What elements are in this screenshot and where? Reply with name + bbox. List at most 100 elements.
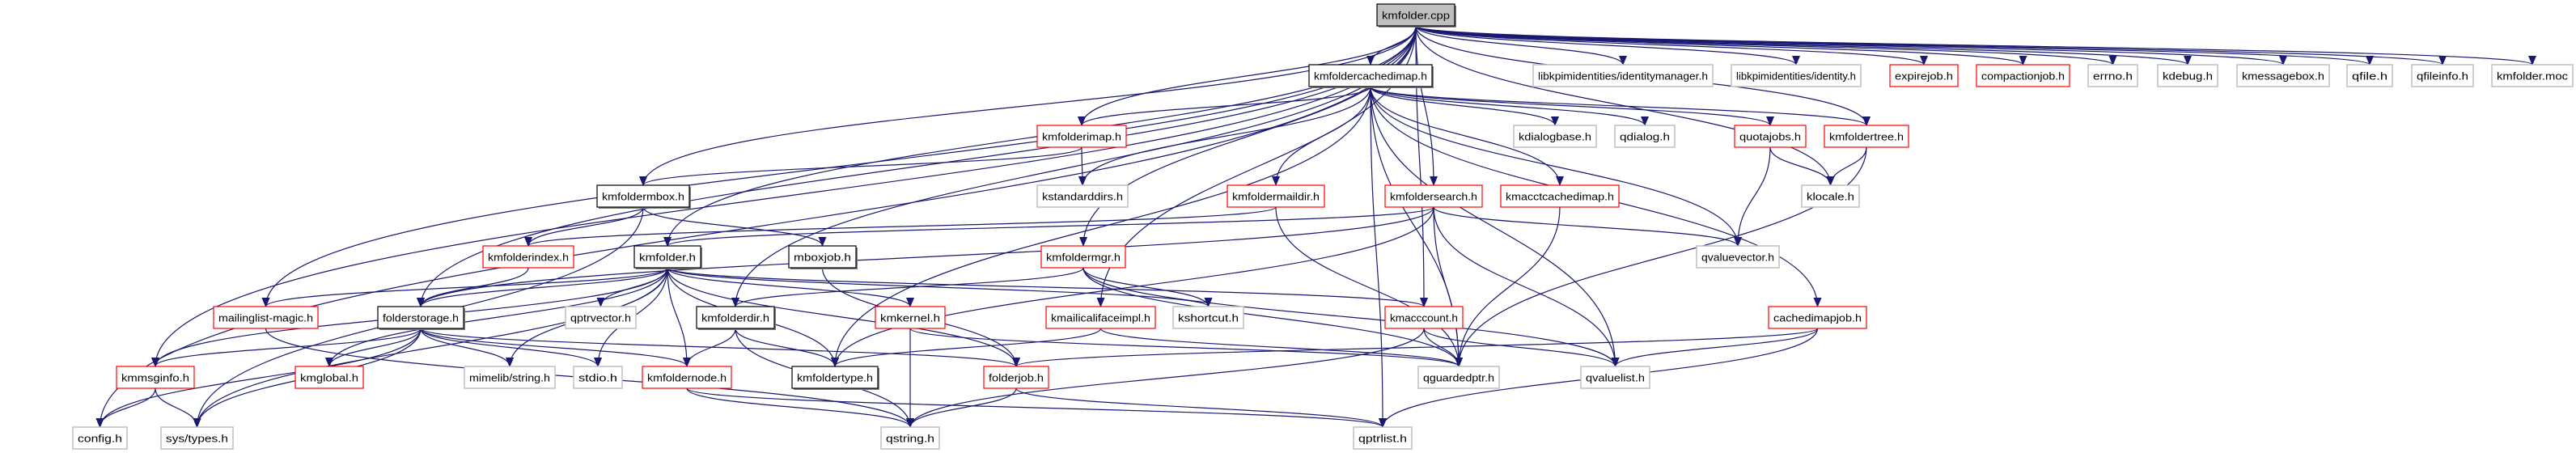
node-kmfoldersearch-h[interactable]: kmfoldersearch.h bbox=[1384, 184, 1483, 208]
edge-kmfolder-cpp-to-expirejob-h bbox=[1415, 25, 1928, 66]
edge-folderstorage-h-to-config-h bbox=[95, 328, 422, 428]
edge-kmfolder-cpp-to-kdebug-h bbox=[1415, 25, 2192, 66]
node-config-h[interactable]: config.h bbox=[72, 426, 128, 450]
edge-folderstorage-h-to-stdio-h bbox=[420, 328, 602, 367]
node-kmfoldermbox-h[interactable]: kmfoldermbox.h bbox=[596, 184, 691, 209]
node-kdialogbase-h[interactable]: kdialogbase.h bbox=[1513, 125, 1597, 148]
node-box bbox=[294, 366, 364, 389]
edge-kmfolderimap-h-to-kstandarddirs-h bbox=[1078, 146, 1087, 186]
edge-kmfolder-cpp-to-compactionjob-h bbox=[1415, 25, 2027, 66]
node-box bbox=[1384, 306, 1464, 329]
node-kstandarddirs-h[interactable]: kstandarddirs.h bbox=[1036, 184, 1129, 208]
node-expirejob-h[interactable]: expirejob.h bbox=[1889, 64, 1959, 87]
node-kmfolder-h[interactable]: kmfolder.h bbox=[633, 245, 702, 269]
node-qfile-h[interactable]: qfile.h bbox=[2346, 64, 2393, 87]
edge-kmfoldercachedimap-h-to-kmfoldertype-h bbox=[831, 86, 1371, 367]
node-label: qdialog.h bbox=[1620, 131, 1670, 143]
edge-kmfoldercachedimap-h-to-kdialogbase-h bbox=[1370, 86, 1559, 126]
node-qvaluevector-h[interactable]: qvaluevector.h bbox=[1696, 245, 1780, 269]
node-kmacccount-h[interactable]: kmacccount.h bbox=[1384, 306, 1464, 329]
node-kdebug-h[interactable]: kdebug.h bbox=[2157, 64, 2218, 87]
node-stdio-h[interactable]: stdio.h bbox=[573, 366, 623, 389]
node-label: folderstorage.h bbox=[383, 312, 459, 324]
node-cachedimapjob-h[interactable]: cachedimapjob.h bbox=[1768, 306, 1867, 329]
node-box bbox=[983, 366, 1049, 389]
node-qstring-h[interactable]: qstring.h bbox=[880, 426, 940, 450]
node-kmacctcachedimap-h[interactable]: kmacctcachedimap.h bbox=[1500, 184, 1620, 208]
node-kmfoldermgr-h[interactable]: kmfoldermgr.h bbox=[1040, 245, 1126, 269]
node-kmfoldertree-h[interactable]: kmfoldertree.h bbox=[1824, 125, 1909, 148]
node-label: kmacctcachedimap.h bbox=[1506, 191, 1614, 203]
node-kmfoldernode-h[interactable]: kmfoldernode.h bbox=[642, 366, 732, 389]
edge-kmfolder-cpp-to-kmessagebox-h bbox=[1415, 25, 2287, 66]
node-libkpimidentities-identity-h[interactable]: libkpimidentities/identity.h bbox=[1731, 64, 1862, 87]
node-qptrvector-h[interactable]: qptrvector.h bbox=[565, 306, 637, 329]
node-box bbox=[1614, 125, 1676, 148]
node-folderstorage-h[interactable]: folderstorage.h bbox=[377, 306, 465, 330]
node-kmfolder-cpp[interactable]: kmfolder.cpp bbox=[1376, 3, 1456, 28]
node-kmglobal-h[interactable]: kmglobal.h bbox=[294, 366, 364, 389]
node-box bbox=[696, 306, 775, 329]
node-box bbox=[1036, 184, 1129, 208]
node-kmfolderindex-h[interactable]: kmfolderindex.h bbox=[482, 245, 574, 269]
node-kmkernel-h[interactable]: kmkernel.h bbox=[875, 306, 946, 329]
node-box bbox=[1172, 306, 1244, 329]
node-kmfoldercachedimap-h[interactable]: kmfoldercachedimap.h bbox=[1308, 64, 1434, 88]
node-kshortcut-h[interactable]: kshortcut.h bbox=[1172, 306, 1244, 329]
node-kmfolder-moc[interactable]: kmfolder.moc bbox=[2491, 64, 2574, 87]
node-box bbox=[1734, 125, 1807, 148]
node-box bbox=[2087, 64, 2138, 87]
node-box bbox=[1227, 184, 1325, 208]
node-qptrlist-h[interactable]: qptrlist.h bbox=[1353, 426, 1413, 450]
edge-folderstorage-h-to-mimelib-string-h bbox=[420, 328, 514, 367]
node-label: kmfolderimap.h bbox=[1042, 131, 1121, 143]
node-errno-h[interactable]: errno.h bbox=[2087, 64, 2138, 87]
node-label: kmkernel.h bbox=[880, 312, 940, 324]
node-kmfoldertype-h[interactable]: kmfoldertype.h bbox=[791, 366, 879, 390]
node-label: kmfolder.moc bbox=[2497, 70, 2569, 83]
edge-kmfoldersearch-h-to-qguardedptr-h bbox=[1433, 206, 1463, 367]
node-mailinglist-magic-h[interactable]: mailinglist-magic.h bbox=[213, 306, 319, 329]
node-qdialog-h[interactable]: qdialog.h bbox=[1614, 125, 1676, 148]
node-quotajobs-h[interactable]: quotajobs.h bbox=[1734, 125, 1807, 148]
node-compactionjob-h[interactable]: compactionjob.h bbox=[1976, 64, 2070, 87]
node-kmfolderdir-h[interactable]: kmfolderdir.h bbox=[696, 306, 776, 330]
node-klocale-h[interactable]: klocale.h bbox=[1801, 184, 1860, 208]
edge-kmfoldermbox-h-to-mboxjob-h bbox=[642, 206, 827, 247]
edge-kmfoldermgr-h-to-qguardedptr-h bbox=[1083, 267, 1463, 367]
node-label: compactionjob.h bbox=[1981, 70, 2065, 83]
node-folderjob-h[interactable]: folderjob.h bbox=[983, 366, 1049, 389]
node-box bbox=[1580, 366, 1650, 389]
node-box bbox=[880, 426, 940, 450]
edge-kmacccount-h-to-qstring-h bbox=[906, 328, 1425, 428]
edge-kmailicalifaceimpl-h-to-kmfoldertype-h bbox=[831, 328, 1102, 367]
node-kmmsginfo-h[interactable]: kmmsginfo.h bbox=[116, 366, 195, 389]
edge-kmmsginfo-h-to-config-h bbox=[95, 387, 156, 428]
edge-kmfoldermaildir-h-to-kmfolderindex-h bbox=[524, 206, 1277, 247]
node-label: kmglobal.h bbox=[300, 372, 358, 384]
node-qvaluelist-h[interactable]: qvaluelist.h bbox=[1580, 366, 1650, 389]
node-qguardedptr-h[interactable]: qguardedptr.h bbox=[1417, 366, 1500, 389]
node-kmessagebox-h[interactable]: kmessagebox.h bbox=[2236, 64, 2330, 87]
node-qfileinfo-h[interactable]: qfileinfo.h bbox=[2411, 64, 2474, 87]
node-sys-types-h[interactable]: sys/types.h bbox=[160, 426, 234, 450]
edge-kmfolderdir-h-to-kmfoldernode-h bbox=[683, 328, 736, 367]
edge-kmfoldermgr-h-to-kmfolderdir-h bbox=[731, 267, 1084, 307]
edge-kmfolder-cpp-to-klocale-h bbox=[1415, 25, 1835, 186]
node-kmailicalifaceimpl-h[interactable]: kmailicalifaceimpl.h bbox=[1045, 306, 1156, 329]
edge-kmfoldercachedimap-h-to-kmacctcachedimap-h bbox=[1370, 86, 1564, 186]
node-kmfoldermaildir-h[interactable]: kmfoldermaildir.h bbox=[1227, 184, 1325, 208]
edge-kmfoldercachedimap-h-to-kstandarddirs-h bbox=[1078, 86, 1371, 186]
node-label: kshortcut.h bbox=[1178, 312, 1239, 324]
node-label: qvaluevector.h bbox=[1701, 252, 1774, 264]
edge-kmfoldercachedimap-h-to-kmfoldertree-h bbox=[1370, 86, 1871, 126]
node-label: kmfolder.h bbox=[639, 252, 696, 264]
node-label: kmfoldermaildir.h bbox=[1232, 191, 1320, 203]
edge-folderstorage-h-to-kmfoldernode-h bbox=[420, 328, 691, 367]
node-kmfolderimap-h[interactable]: kmfolderimap.h bbox=[1036, 125, 1127, 148]
node-mimelib-string-h[interactable]: mimelib/string.h bbox=[464, 366, 556, 389]
node-label: kmfoldermbox.h bbox=[602, 191, 684, 203]
node-libkpimidentities-identitymanager-h[interactable]: libkpimidentities/identitymanager.h bbox=[1532, 64, 1714, 87]
node-mboxjob-h[interactable]: mboxjob.h bbox=[788, 245, 858, 269]
node-label: kmfolderdir.h bbox=[701, 312, 769, 324]
